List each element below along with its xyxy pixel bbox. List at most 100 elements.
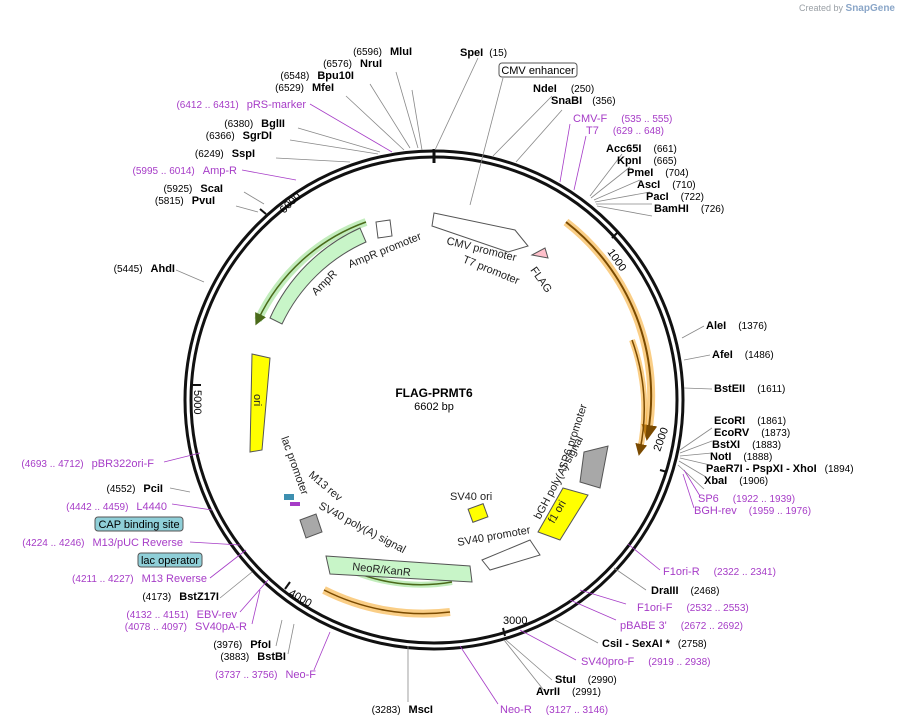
feature-label-m13-rev: M13 rev — [306, 469, 345, 504]
enzyme-name: BstEII — [714, 383, 745, 395]
enzyme-pos: (2468) — [691, 586, 720, 597]
svg-text:(3883)BstBI: (3883)BstBI — [220, 651, 286, 663]
plasmid-name: FLAG-PRMT6 — [395, 386, 473, 400]
m13-rev-mark — [290, 502, 300, 506]
primer-pos: (2532 .. 2553) — [686, 603, 748, 614]
cmv-promoter-arrow — [431, 212, 529, 253]
enzyme-pos: (1888) — [743, 452, 772, 463]
enzyme-pos: (3976) — [213, 640, 242, 651]
boxed-feature-cmv-enhancer: CMV enhancer — [501, 65, 575, 77]
enzyme-name: AvrII — [536, 686, 560, 698]
svg-text:AscI(710): AscI(710) — [637, 179, 696, 191]
enzyme-name: SgrDI — [243, 130, 272, 142]
enzyme-pos: (710) — [672, 180, 695, 191]
primer-name: pBR322ori-F — [92, 458, 155, 470]
enzyme-name: BstZ17I — [179, 591, 219, 603]
primer-pos: (4224 .. 4246) — [22, 538, 84, 549]
primer-pos: (3127 .. 3146) — [546, 705, 608, 716]
primer-name: pBABE 3' — [620, 620, 667, 632]
svg-text:(4693 .. 4712)pBR322ori-F: (4693 .. 4712)pBR322ori-F — [21, 458, 154, 470]
enzyme-pos: (6380) — [224, 119, 253, 130]
enzyme-name: CsiI - SexAI * — [602, 638, 671, 650]
enzyme-name: Bpu10I — [317, 70, 354, 82]
svg-text:(6412 .. 6431)pRS-marker: (6412 .. 6431)pRS-marker — [176, 99, 306, 111]
primer-pos: (629 .. 648) — [613, 126, 664, 137]
enzyme-pos: (356) — [592, 96, 615, 107]
enzyme-name: AhdI — [151, 263, 175, 275]
primer-connectors — [163, 103, 701, 705]
enzyme-pos: (6529) — [275, 83, 304, 94]
boxed-feature-lac-operator-box — [137, 552, 203, 568]
svg-text:(4224 .. 4246)M13/pUC Reverse: (4224 .. 4246)M13/pUC Reverse — [22, 537, 183, 549]
primer-name: Neo-F — [285, 669, 316, 681]
primer-name: SV40pro-F — [581, 656, 634, 668]
primer-name: L4440 — [136, 501, 167, 513]
svg-text:BstXI(1883): BstXI(1883) — [712, 439, 781, 451]
svg-text:(3976)PfoI: (3976) PfoI — [213, 639, 271, 651]
primer-pos: (6412 .. 6431) — [176, 100, 238, 111]
enzyme-pos: (250) — [571, 84, 594, 95]
tick-label-2000: 2000 — [652, 426, 672, 453]
svg-text:KpnI(665): KpnI(665) — [617, 155, 677, 167]
feature-arc-green — [255, 221, 367, 326]
enzyme-name: SpeI — [460, 47, 483, 59]
snapgene-credit: Created by SnapGene — [799, 3, 895, 14]
svg-text:BamHI(726): BamHI (726) — [654, 203, 724, 215]
enzyme-name: StuI — [555, 674, 576, 686]
svg-text:AvrII(2991): AvrII (2991) — [536, 686, 601, 698]
svg-text:(6249)SspI: (6249)SspI — [195, 148, 255, 160]
boxed-feature-cap-binding-site: CAP binding site — [98, 519, 179, 531]
enzyme-name: EcoRV — [714, 427, 750, 439]
neor-kanr-arrow — [325, 555, 473, 583]
svg-text:Neo-R(3127 .. 3146): Neo-R (3127 .. 3146) — [500, 704, 608, 716]
feature-label-sv40-polya: SV40 poly(A) signal — [317, 500, 408, 556]
svg-text:(5995 .. 6014)Amp-R: (5995 .. 6014)Amp-R — [133, 165, 238, 177]
credit-prefix: Created by — [798, 3, 844, 13]
svg-text:NdeI(250): NdeI(250) — [533, 83, 594, 95]
svg-text:StuI(2990): StuI(2990) — [555, 674, 617, 686]
enzyme-pos: (6576) — [323, 59, 352, 70]
enzyme-pos: (2991) — [572, 687, 601, 698]
feature-label-ori: ori — [251, 394, 263, 406]
enzyme-name: NotI — [710, 451, 731, 463]
enzyme-pos: (1906) — [739, 476, 768, 487]
enzyme-pos: (6548) — [280, 71, 309, 82]
primer-pos: (4442 .. 4459) — [66, 502, 128, 513]
enzyme-pos: (3283) — [372, 705, 401, 716]
svg-text:(6529)MfeI: (6529)MfeI — [275, 82, 334, 94]
enzyme-name: PfoI — [250, 639, 271, 651]
tick-label-4000: 4000 — [287, 587, 314, 610]
enzyme-pos: (726) — [701, 204, 724, 215]
enzyme-name: DraIII — [651, 585, 679, 597]
feature-label-lac-promoter: lac promoter — [278, 435, 310, 497]
svg-text:SP6(1922 .. 1939): SP6(1922 .. 1939) — [698, 493, 795, 505]
primer-name: Neo-R — [500, 704, 532, 716]
f1-ori-feature — [537, 487, 589, 541]
enzyme-pos: (5925) — [163, 184, 192, 195]
enzyme-pos: (5445) — [114, 264, 143, 275]
enzyme-name: BamHI — [654, 203, 689, 215]
enzyme-name: PvuI — [192, 195, 215, 207]
enzyme-pos: (1486) — [745, 350, 774, 361]
svg-text:PaeR7I - PspXI - XhoI(1894): PaeR7I - PspXI - XhoI(1894) — [706, 463, 854, 475]
enzyme-name: BstXI — [712, 439, 740, 451]
enzyme-pos: (1376) — [738, 321, 767, 332]
primer-name: M13 Reverse — [142, 573, 207, 585]
svg-text:BGH-rev(1959 .. 1976): BGH-rev(1959 .. 1976) — [694, 505, 811, 517]
svg-text:Acc65I(661): Acc65I(661) — [606, 143, 677, 155]
primer-name: BGH-rev — [694, 505, 737, 517]
primer-pos: (3737 .. 3756) — [215, 670, 277, 681]
enzyme-name: KpnI — [617, 155, 641, 167]
svg-text:AfeI(1486): AfeI(1486) — [712, 349, 774, 361]
lac-operator-mark — [284, 494, 294, 500]
enzyme-pos: (15) — [489, 48, 507, 59]
svg-text:(3283)MscI: (3283)MscI — [372, 704, 433, 716]
svg-text:SV40pro-F(2919 .. 2938): SV40pro-F(2919 .. 2938) — [581, 656, 710, 668]
enzyme-name: PciI — [143, 483, 163, 495]
enzyme-name: Acc65I — [606, 143, 641, 155]
enzyme-pos: (1873) — [761, 428, 790, 439]
enzyme-name: PacI — [646, 191, 669, 203]
svg-text:(6596)MluI: (6596)MluI — [353, 46, 412, 58]
enzyme-pos: (6596) — [353, 47, 382, 58]
